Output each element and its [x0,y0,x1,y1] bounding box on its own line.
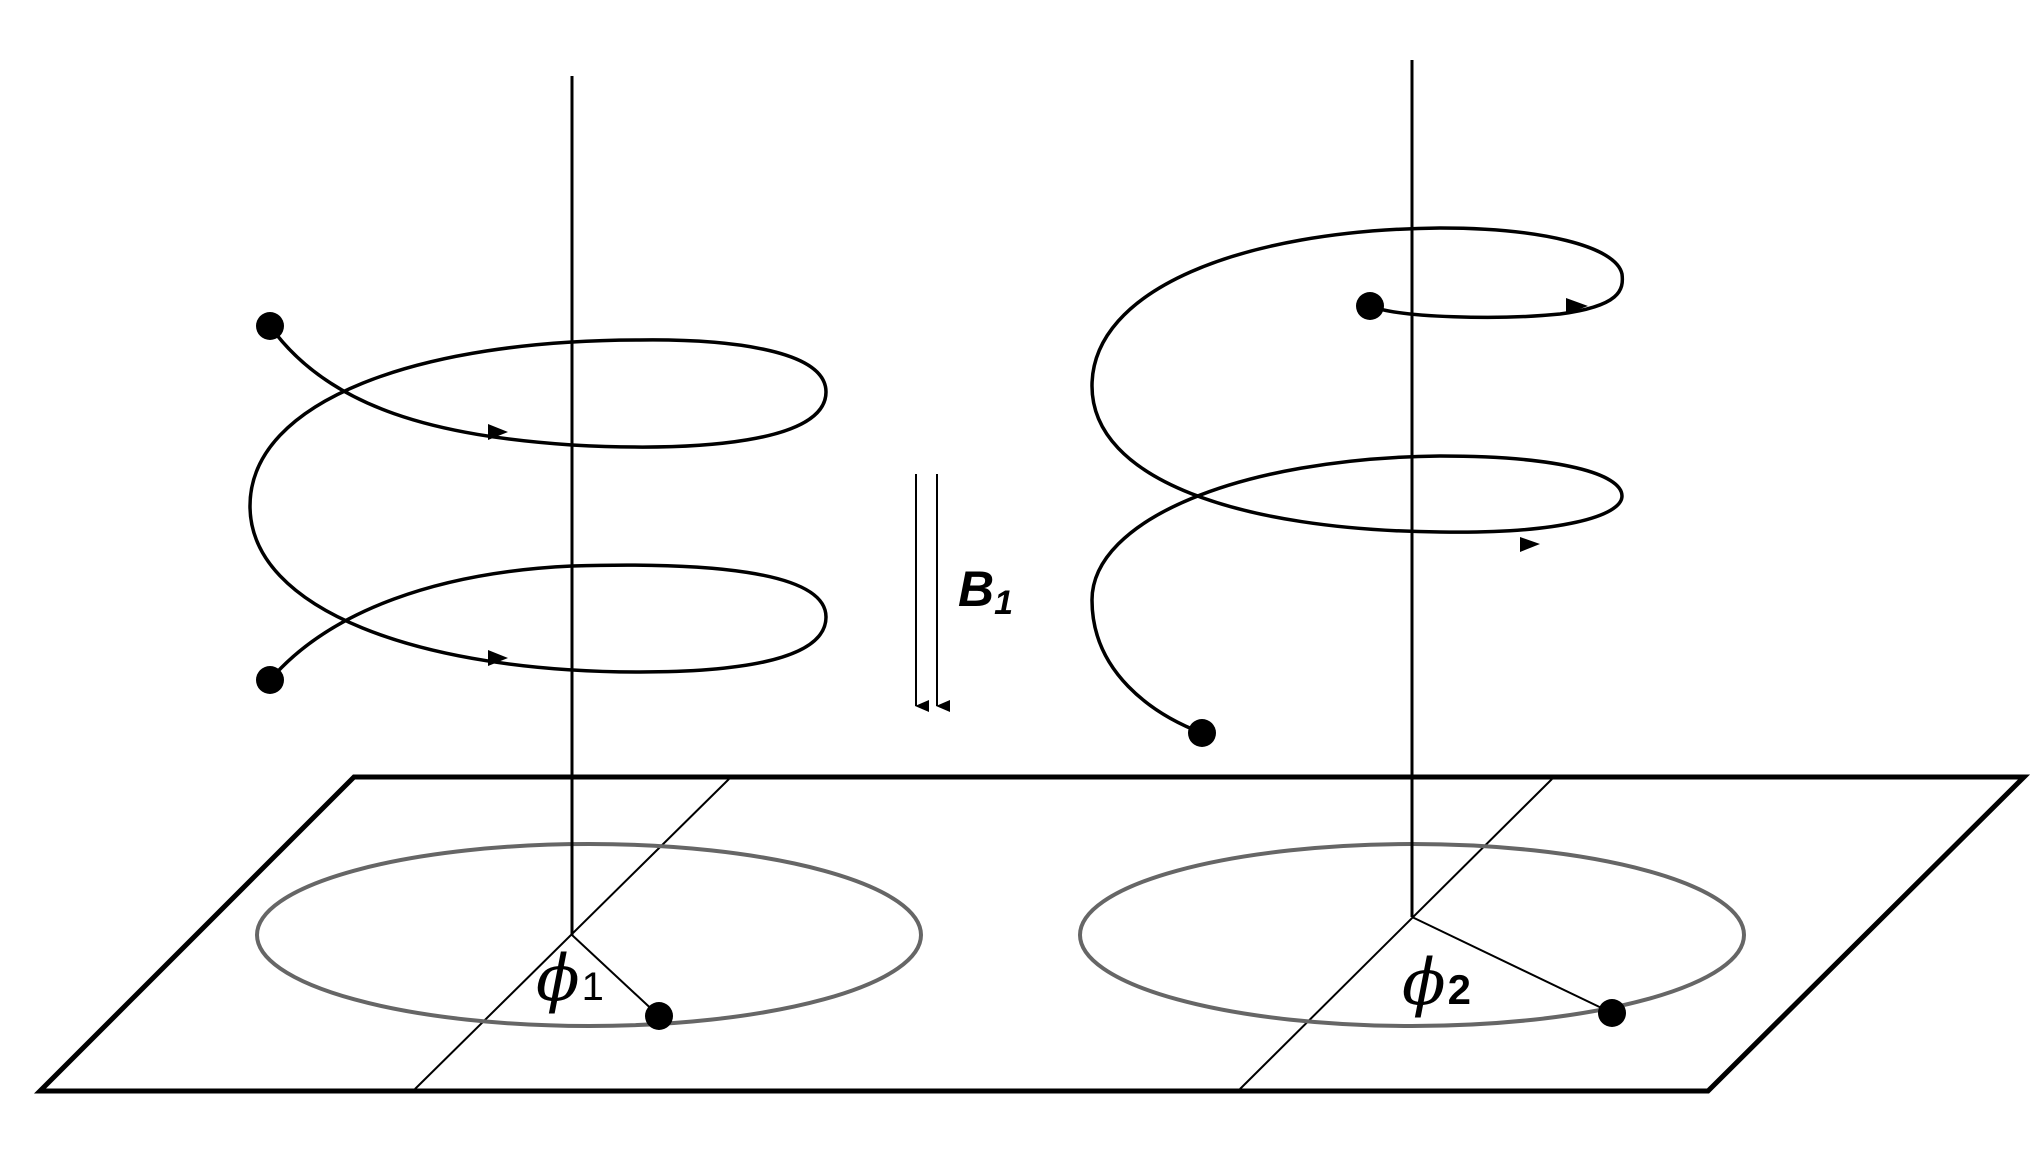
projection-point-left [645,1002,673,1030]
left-helix-path [248,324,828,682]
right-helix-start-point [1356,292,1384,320]
projection-circle-left [255,842,923,1028]
angle-radius-right [1411,916,1613,1014]
left-helix-end-point [256,666,284,694]
plane-diagonal-right [1239,778,1553,1090]
right-helix-arrow-middle [1520,537,1540,552]
right-helix-path [1090,226,1625,735]
angle-label-phi1: ϕ1 [536,942,604,1016]
field-label-subscript: 1 [994,584,1013,622]
left-helix-arrow-top [488,424,508,440]
right-helix-arrow-top [1566,298,1588,314]
left-helix-start-point [256,312,284,340]
projection-point-right [1598,999,1626,1027]
left-helix-arrow-bottom [488,650,508,666]
right-helix-end-point [1188,719,1216,747]
angle-label-phi2-subscript: 2 [1448,966,1471,1013]
angle-label-phi1-subscript: 1 [582,965,604,1009]
field-label-b1: B1 [958,561,1013,622]
angle-label-phi2: ϕ2 [1402,946,1471,1020]
field-label-symbol: B [958,561,994,617]
ground-plane [33,774,2031,1094]
angle-label-phi2-symbol: ϕ [1402,946,1446,1020]
angle-radius-left [571,934,660,1017]
angle-label-phi1-symbol: ϕ [536,942,580,1016]
